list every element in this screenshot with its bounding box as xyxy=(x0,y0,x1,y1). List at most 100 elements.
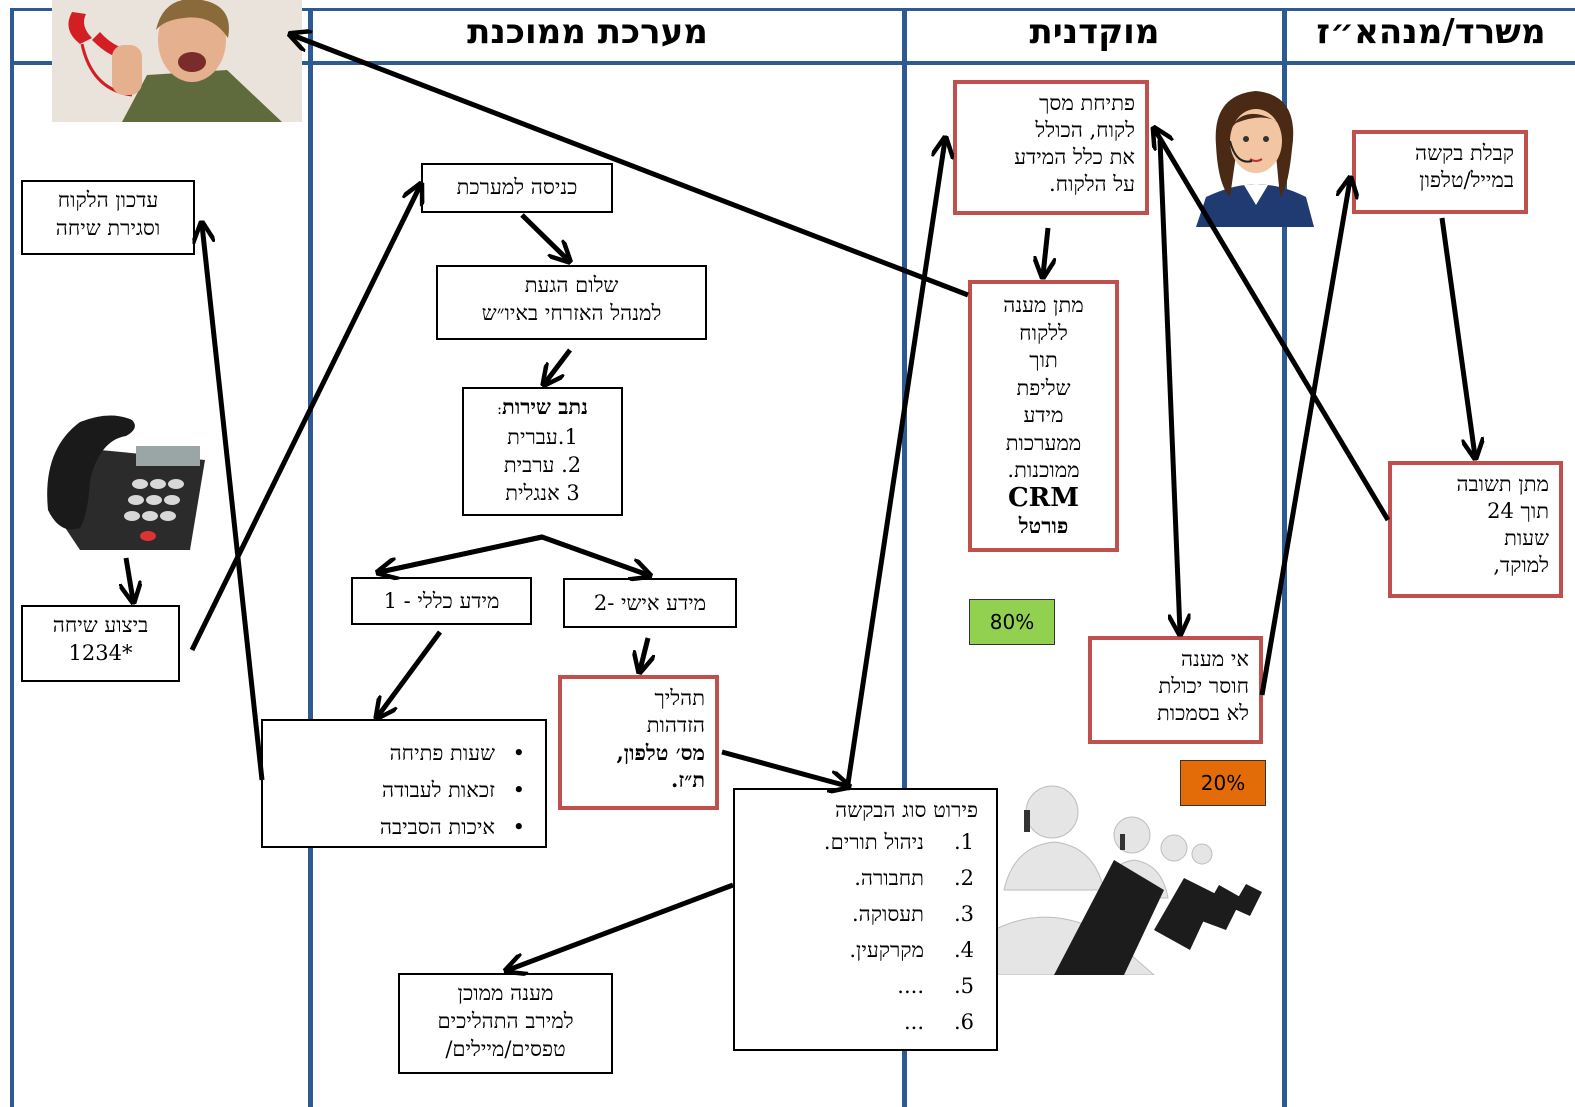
greeting-line-1: שלום הגעת xyxy=(524,273,619,297)
arrow-request-to-auto xyxy=(508,882,734,970)
operator-icon xyxy=(1196,85,1316,227)
general-info-box: מידע כללי - 1 xyxy=(351,577,532,625)
arrow-answer-to-caller xyxy=(292,35,969,298)
receive-request-line-2: במייל/טלפון xyxy=(1419,168,1514,192)
identification-line-4: ת״ז. xyxy=(671,767,705,792)
arrow-no-answer-to-receive xyxy=(1259,180,1350,696)
arrow-receive-to-reply xyxy=(1439,217,1475,456)
receive-request-box: קבלת בקשה במייל/טלפון xyxy=(1352,130,1528,214)
personal-info-label: מידע אישי -2 xyxy=(593,591,707,615)
request-types-box: פירוט סוג הבקשה 1.ניהול תורים. 2. תחבורה. 3… xyxy=(733,788,998,1051)
no-answer-line-3: לא בסמכות xyxy=(1156,701,1249,725)
give-reply-line-2: תוך 24 xyxy=(1487,499,1549,523)
list-item: 1.ניהול תורים. xyxy=(745,824,986,860)
arrow-general-to-list xyxy=(378,630,443,716)
make-call-line-1: ביצוע שיחה xyxy=(52,613,149,637)
answer-crm-label: CRM xyxy=(1007,482,1080,513)
no-answer-line-2: חוסר יכולת xyxy=(1158,674,1249,698)
request-item-number: 2. xyxy=(953,866,974,890)
answer-percent-badge: 80% xyxy=(969,599,1055,645)
answer-client-line-3: תוך xyxy=(1029,348,1058,372)
greeting-line-2: למנהל האזרחי באיו״ש xyxy=(481,301,662,325)
request-item-label: תחבורה. xyxy=(854,866,924,890)
make-call-box: ביצוע שיחה 1234* xyxy=(21,605,180,682)
arrow-personal-to-identify xyxy=(640,637,648,670)
arrow-request-to-open-screen xyxy=(844,140,945,791)
open-client-screen-line-1: פתיחת מסך xyxy=(1039,91,1135,115)
request-item-number: 4. xyxy=(953,938,974,962)
receive-request-line-1: קבלת בקשה xyxy=(1415,141,1514,165)
lane-border-2 xyxy=(902,10,907,1107)
identification-box: תהליך הזדהות מס׳ טלפון, ת״ז. xyxy=(558,675,719,810)
list-item: שעות פתיחה xyxy=(269,735,539,772)
auto-answer-line-3: טפסים/מיילים/ xyxy=(445,1037,566,1061)
open-client-screen-line-4: על הלקוח. xyxy=(1049,172,1135,196)
arrow-router-to-general xyxy=(380,534,543,572)
identification-line-3: מס׳ טלפון, xyxy=(616,740,705,765)
arrow-phone-to-call xyxy=(126,557,133,600)
request-item-number: 6. xyxy=(953,1010,974,1034)
auto-answer-line-2: למירב התהליכים xyxy=(437,1009,574,1033)
no-answer-box: אי מענה חוסר יכולת לא בסמכות xyxy=(1088,636,1263,744)
request-item-number: 3. xyxy=(953,902,974,926)
arrow-enter-to-greeting xyxy=(520,213,568,260)
identification-line-2: הזדהות xyxy=(646,713,705,737)
list-item: זכאות לעבודה xyxy=(269,772,539,809)
arrow-identify-to-request xyxy=(721,749,847,786)
answer-client-line-4: שליפת xyxy=(1016,375,1071,400)
enter-system-box: כניסה למערכת xyxy=(421,163,613,213)
lane-title-automated: מערכת ממוכנת xyxy=(467,12,708,52)
request-types-title: פירוט סוג הבקשה xyxy=(835,798,978,822)
answer-client-line-1: מתן מענה xyxy=(1003,293,1084,317)
make-call-line-2: 1234* xyxy=(68,641,133,665)
update-client-box: עדכון הלקוח וסגירת שיחה xyxy=(21,180,195,255)
list-item: 2. תחבורה. xyxy=(745,860,986,896)
general-info-label: מידע כללי - 1 xyxy=(383,589,500,613)
arrow-call-to-enter xyxy=(189,186,420,652)
service-router-colon: : xyxy=(496,400,503,418)
request-item-label: תעסוקה. xyxy=(851,902,924,926)
service-router-title: נתב שירות xyxy=(502,394,588,419)
list-item: 4. מקרקעין. xyxy=(745,932,986,968)
update-client-line-2: וסגירת שיחה xyxy=(55,216,161,240)
update-client-line-1: עדכון הלקוח xyxy=(57,188,159,212)
service-router-option-2: 2. ערבית xyxy=(503,453,582,477)
answer-portal-label: פורטל xyxy=(1018,513,1069,538)
header-bottom-line xyxy=(10,61,1575,65)
header-top-line xyxy=(10,8,1575,11)
open-client-screen-line-2: לקוח, הכולל xyxy=(1035,118,1135,142)
personal-info-box: מידע אישי -2 xyxy=(563,578,737,628)
service-router-box: נתב שירות: 1.עברית 2. ערבית 3 אנגלית xyxy=(462,387,623,516)
answer-client-line-2: ללקוח xyxy=(1019,320,1068,345)
answer-client-line-6: ממערכות xyxy=(1005,430,1082,455)
request-item-label: מקרקעין. xyxy=(849,938,924,962)
service-router-option-1: 1.עברית xyxy=(507,425,578,449)
give-reply-box: מתן תשובה תוך 24 שעות למוקד, xyxy=(1388,461,1563,598)
list-item: איכות הסביבה xyxy=(269,809,539,846)
lane-title-ministry: משרד/מנהא״ז xyxy=(1316,12,1546,52)
open-client-screen-line-3: את כלל המידע xyxy=(1014,145,1135,169)
desk-phone-icon xyxy=(40,410,212,558)
arrow-reply-to-open xyxy=(1155,130,1391,522)
give-reply-line-4: למוקד, xyxy=(1493,553,1549,577)
call-center-agents-icon xyxy=(993,780,1272,976)
arrow-open-to-answer xyxy=(1043,227,1048,275)
give-reply-line-1: מתן תשובה xyxy=(1456,472,1549,496)
auto-answer-box: מענה ממוכן למירב התהליכים טפסים/מיילים/ xyxy=(398,973,613,1074)
general-info-list-box: שעות פתיחהזכאות לעבודהאיכות הסביבה xyxy=(261,719,547,848)
enter-system-label: כניסה למערכת xyxy=(456,175,578,199)
service-router-option-3: 3 אנגלית xyxy=(505,481,580,505)
arrow-greeting-to-router xyxy=(545,348,572,383)
lane-border-1 xyxy=(308,10,313,1107)
list-item: 5..... xyxy=(745,968,986,1004)
request-item-label: ניהול תורים. xyxy=(823,830,924,854)
no-answer-line-1: אי מענה xyxy=(1180,647,1249,671)
request-item-label: .... xyxy=(897,974,924,998)
request-item-label: ... xyxy=(903,1010,924,1034)
list-item: 3. תעסוקה. xyxy=(745,896,986,932)
auto-answer-line-1: מענה ממוכן xyxy=(457,981,554,1005)
give-reply-line-3: שעות xyxy=(1504,526,1549,550)
answer-client-line-7: ממוכנות. xyxy=(1007,458,1080,482)
